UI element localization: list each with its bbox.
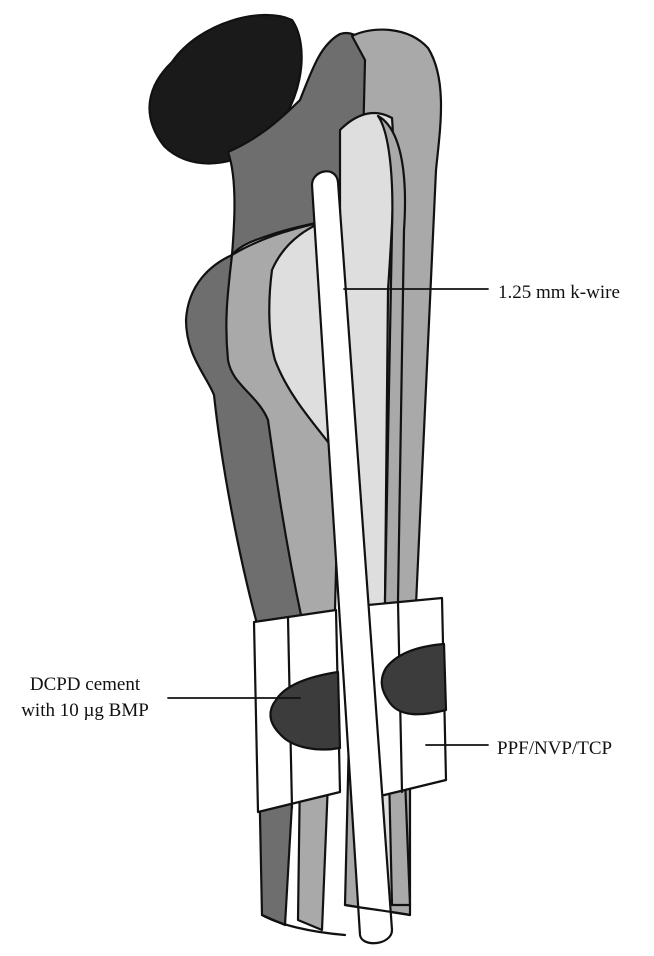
ppf-nvp-tcp-label: PPF/NVP/TCP: [497, 736, 612, 762]
dcpd-cement-label: DCPD cement with 10 µg BMP: [10, 672, 160, 724]
k-wire-label: 1.25 mm k-wire: [498, 280, 620, 306]
dcpd-label-line2: with 10 µg BMP: [10, 698, 160, 724]
dcpd-label-line1: DCPD cement: [10, 672, 160, 698]
